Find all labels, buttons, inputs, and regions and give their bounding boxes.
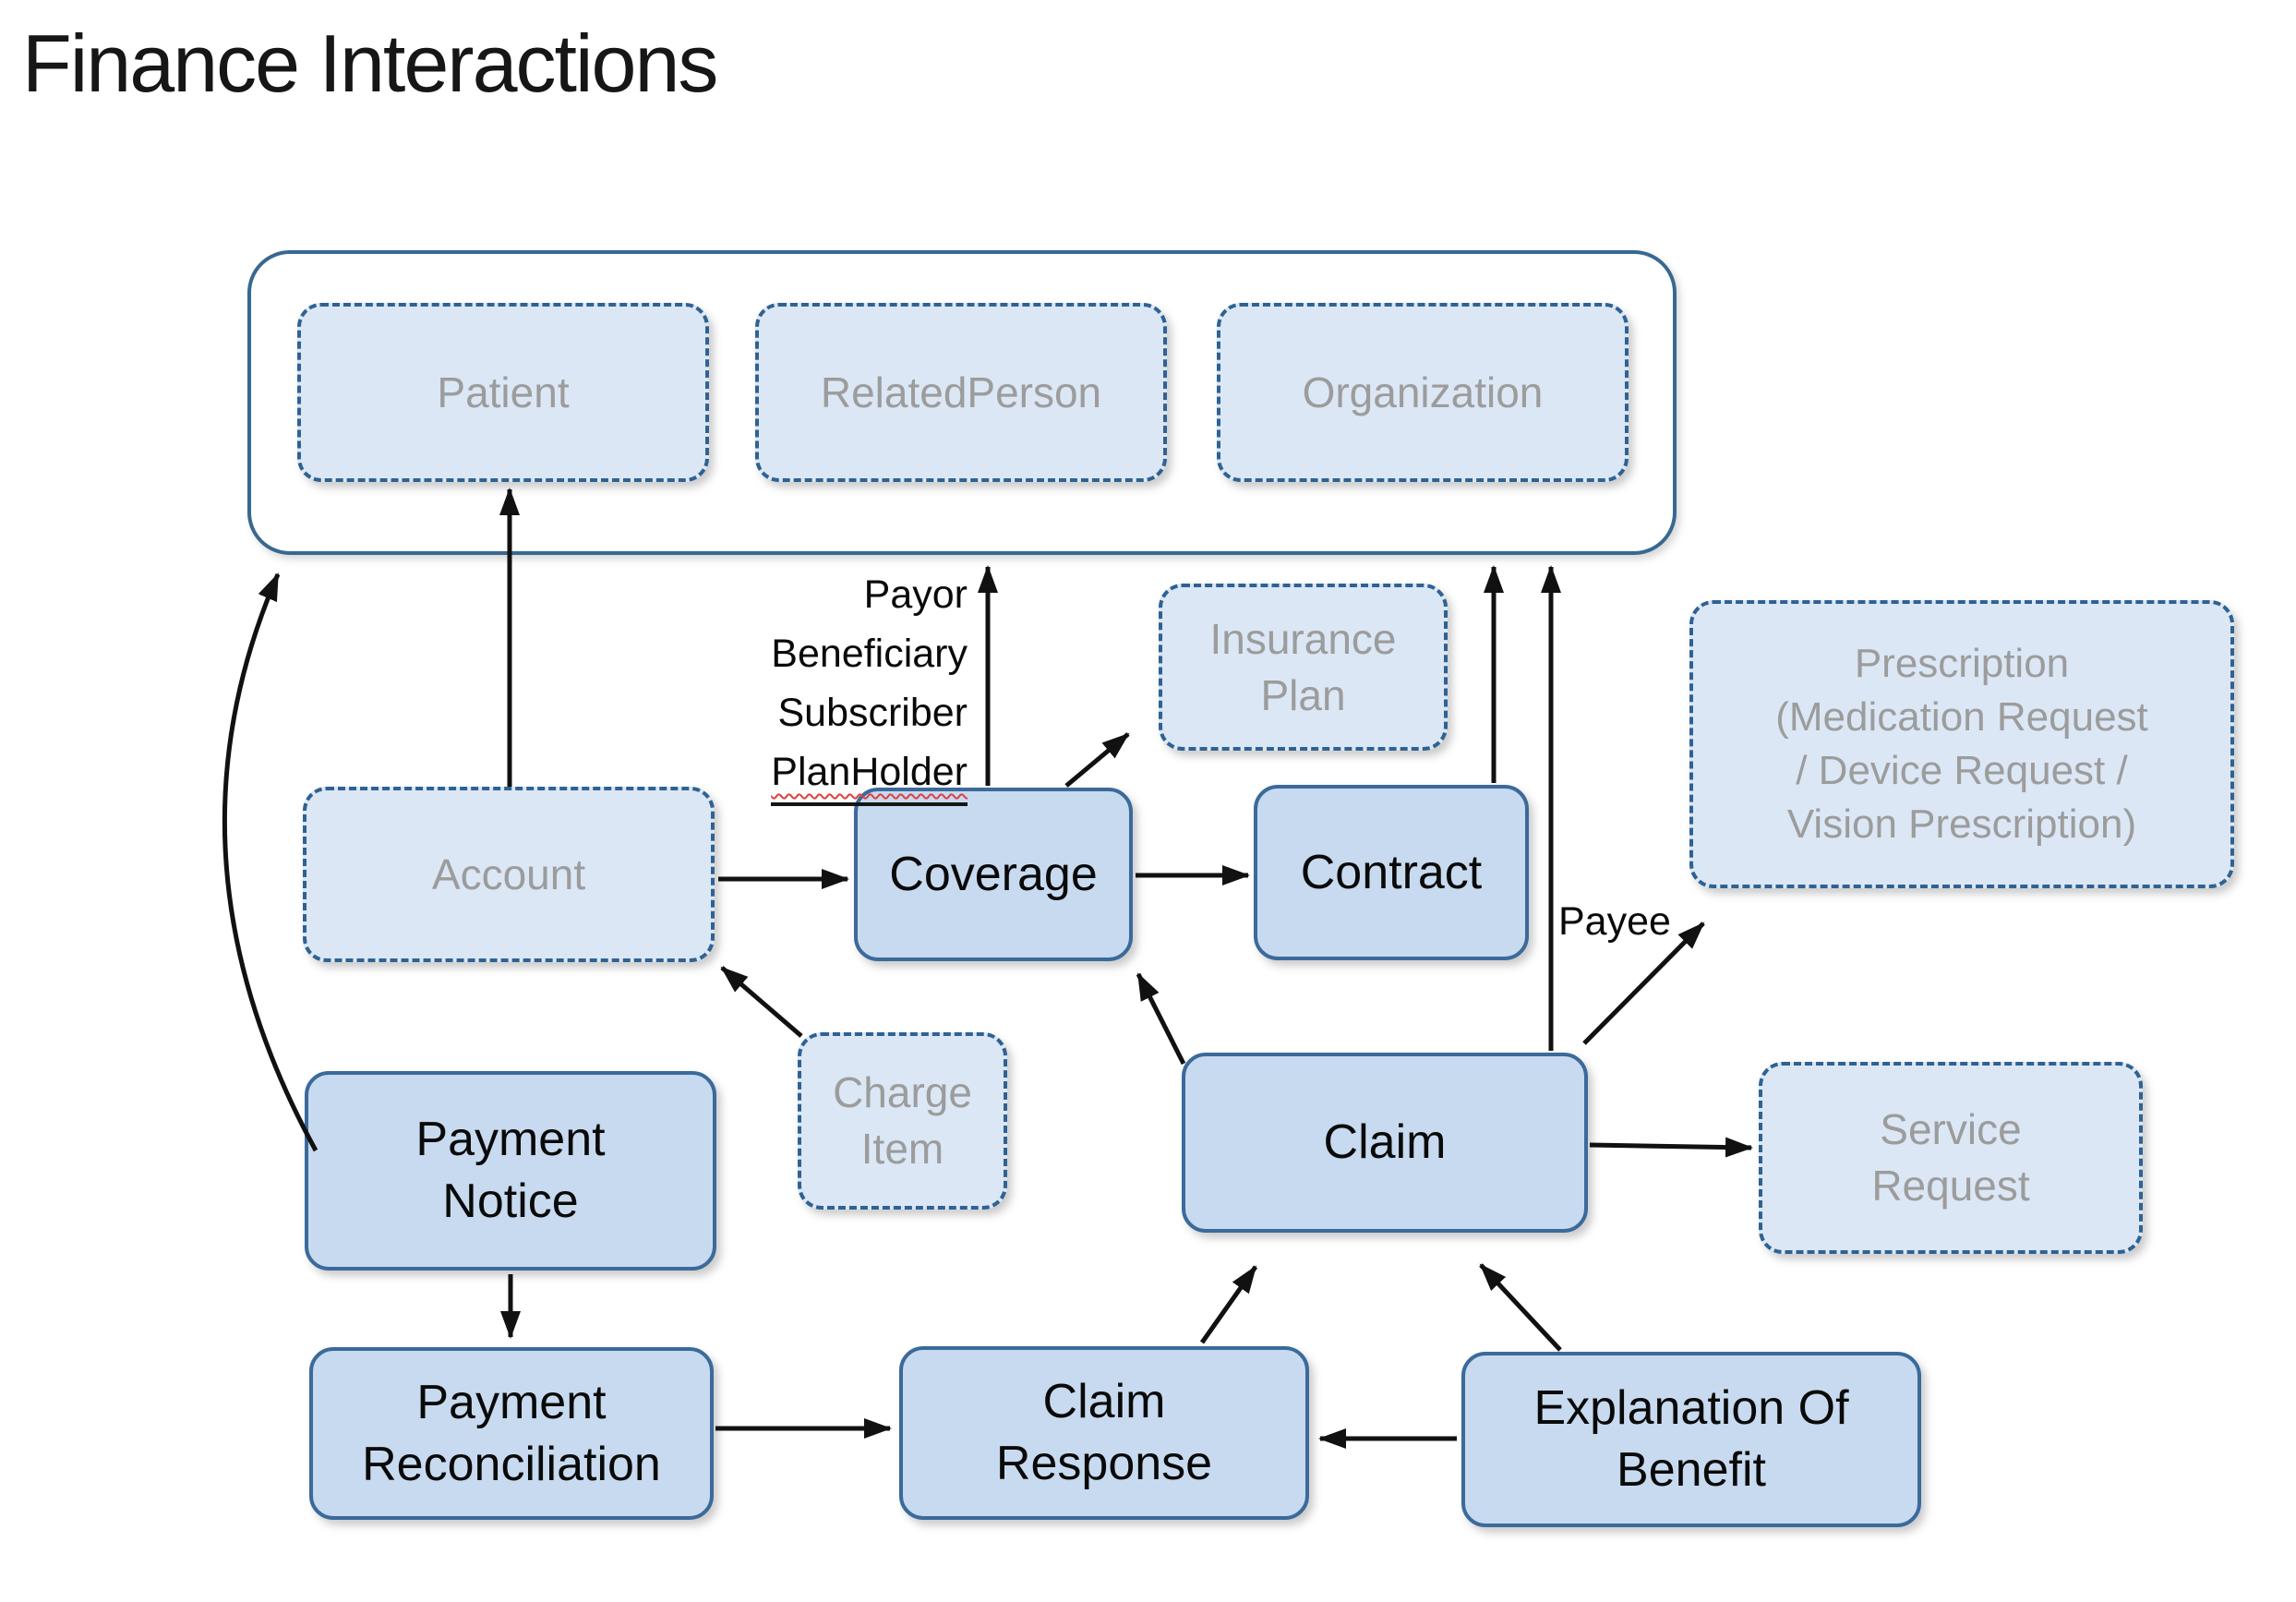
node-explanation-of-benefit: Explanation Of Benefit — [1461, 1352, 1921, 1527]
node-prescription-label: Prescription (Medication Request / Devic… — [1775, 640, 2148, 848]
node-charge-item-label: Charge Item — [833, 1068, 972, 1173]
node-account: Account — [303, 787, 715, 962]
node-explanation-of-benefit-label: Explanation Of Benefit — [1533, 1381, 1849, 1497]
node-claim-response-label: Claim Response — [995, 1375, 1213, 1490]
label-beneficiary: Beneficiary — [771, 632, 968, 676]
label-payor: Payor — [863, 572, 968, 617]
label-payee: Payee — [1558, 899, 1671, 944]
node-claim-response: Claim Response — [899, 1346, 1309, 1520]
edge-claim-to-service-request — [1589, 1137, 1753, 1158]
node-related-person-label: RelatedPerson — [820, 367, 1102, 416]
node-patient: Patient — [297, 303, 709, 482]
edge-claim-to-coverage — [1136, 972, 1186, 1066]
node-claim: Claim — [1182, 1053, 1588, 1233]
edge-claim-payee-to-prescription — [1582, 921, 1705, 1045]
node-payment-notice-label: Payment Notice — [415, 1113, 606, 1228]
edge-eob-to-claim — [1479, 1263, 1562, 1352]
node-insurance-plan-label: Insurance Plan — [1209, 614, 1397, 719]
node-related-person: RelatedPerson — [755, 303, 1167, 482]
node-service-request-label: Service Request — [1871, 1105, 2030, 1210]
coverage-party-reference-labels: Payor Beneficiary Subscriber PlanHolder — [655, 565, 968, 806]
page-title: Finance Interactions — [22, 18, 718, 109]
node-insurance-plan: Insurance Plan — [1159, 584, 1448, 751]
node-contract-label: Contract — [1300, 845, 1483, 899]
node-account-label: Account — [431, 849, 586, 898]
node-organization-label: Organization — [1302, 367, 1544, 416]
label-subscriber: Subscriber — [777, 691, 968, 735]
node-charge-item: Charge Item — [798, 1032, 1007, 1210]
node-coverage-label: Coverage — [889, 847, 1098, 901]
node-payment-notice: Payment Notice — [305, 1071, 716, 1271]
edge-charge-item-to-account — [720, 966, 803, 1038]
node-claim-label: Claim — [1323, 1115, 1447, 1170]
node-organization: Organization — [1217, 303, 1629, 482]
node-patient-label: Patient — [437, 367, 570, 416]
node-payment-reconciliation-label: Payment Reconciliation — [362, 1375, 661, 1491]
label-planholder: PlanHolder — [771, 742, 968, 806]
edge-coverage-to-insurance-plan — [1064, 732, 1130, 788]
node-coverage: Coverage — [854, 788, 1133, 961]
node-payment-reconciliation: Payment Reconciliation — [309, 1347, 714, 1520]
edge-claim-response-to-claim — [1199, 1265, 1258, 1344]
node-service-request: Service Request — [1759, 1062, 2143, 1254]
edge-payment-notice-to-party-group — [222, 572, 319, 1152]
node-prescription: Prescription (Medication Request / Devic… — [1689, 600, 2234, 888]
node-contract: Contract — [1254, 785, 1529, 960]
